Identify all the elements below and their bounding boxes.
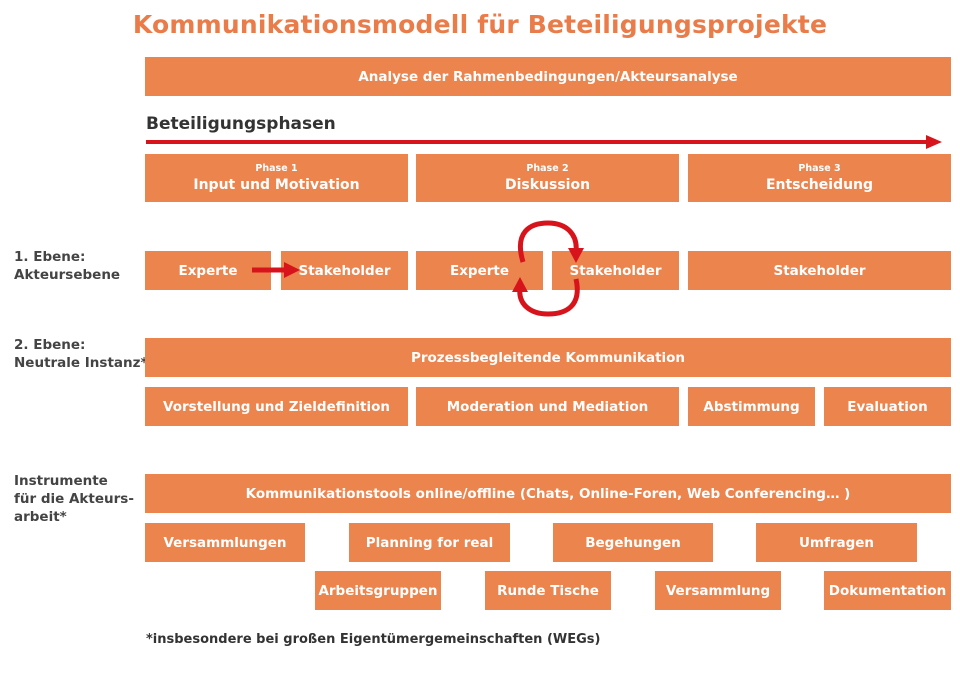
instrument-documentation: Dokumentation xyxy=(824,571,951,610)
instrument-assembly: Versammlung xyxy=(655,571,781,610)
instrument-site-visits: Begehungen xyxy=(553,523,713,562)
phase-2-expert-box: Experte xyxy=(416,251,543,290)
instrument-planning-for-real: Planning for real xyxy=(349,523,510,562)
phase-2-number: Phase 2 xyxy=(526,163,569,174)
phases-timeline-arrow xyxy=(146,135,942,149)
phase-3-number: Phase 3 xyxy=(798,163,841,174)
instruments-label: Instrumente für die Akteurs- arbeit* xyxy=(14,473,134,525)
phase-2-box: Phase 2 Diskussion xyxy=(416,154,679,202)
communication-tools-bar: Kommunikationstools online/offline (Chat… xyxy=(145,474,951,513)
neutral-item-goal-definition: Vorstellung und Zieldefinition xyxy=(145,387,408,426)
phase-1-box: Phase 1 Input und Motivation xyxy=(145,154,408,202)
phase-2-stakeholder-box: Stakeholder xyxy=(552,251,679,290)
phase-1-expert-box: Experte xyxy=(145,251,271,290)
phase-1-label: Input und Motivation xyxy=(193,177,360,193)
process-communication-bar: Prozessbegleitende Kommunikation xyxy=(145,338,951,377)
phase-3-box: Phase 3 Entscheidung xyxy=(688,154,951,202)
instrument-assemblies: Versammlungen xyxy=(145,523,305,562)
instrument-working-groups: Arbeitsgruppen xyxy=(315,571,441,610)
level-2-label: 2. Ebene: Neutrale Instanz* xyxy=(14,337,148,371)
phase-2-label: Diskussion xyxy=(504,177,591,193)
phase-3-stakeholder-box: Stakeholder xyxy=(688,251,951,290)
phase-1-stakeholder-box: Stakeholder xyxy=(281,251,408,290)
diagram-title: Kommunikationsmodell für Beteiligungspro… xyxy=(132,10,828,39)
analysis-bar: Analyse der Rahmenbedingungen/Akteursana… xyxy=(145,57,951,96)
footnote: *insbesondere bei großen Eigentümergemei… xyxy=(146,632,601,647)
instrument-surveys: Umfragen xyxy=(756,523,917,562)
neutral-item-moderation: Moderation und Mediation xyxy=(416,387,679,426)
neutral-item-voting: Abstimmung xyxy=(688,387,815,426)
neutral-item-evaluation: Evaluation xyxy=(824,387,951,426)
phase-3-label: Entscheidung xyxy=(765,177,874,193)
phases-label: Beteiligungsphasen xyxy=(146,114,336,134)
level-1-label: 1. Ebene: Akteursebene xyxy=(14,249,121,283)
phase-1-number: Phase 1 xyxy=(255,163,298,174)
instrument-round-tables: Runde Tische xyxy=(485,571,611,610)
